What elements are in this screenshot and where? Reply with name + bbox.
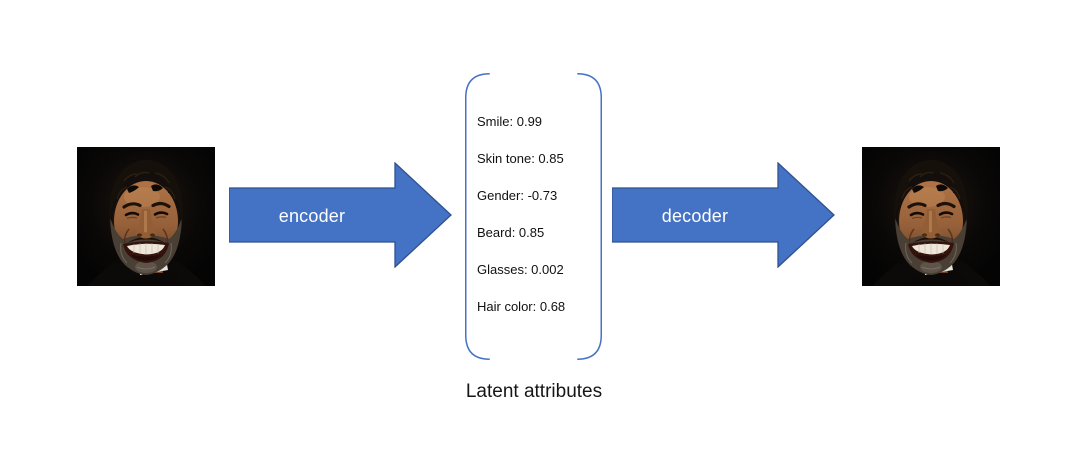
latent-caption: Latent attributes [465,381,603,402]
latent-attribute-gender: Gender: -0.73 [477,188,558,203]
latent-attribute-smile: Smile: 0.99 [477,114,543,129]
input-photo [77,147,215,286]
latent-attribute-skin-tone: Skin tone: 0.85 [477,151,564,166]
encoder-arrow [229,162,452,268]
latent-attribute-glasses: Glasses: 0.002 [477,262,564,277]
encoder-label: encoder [278,205,346,226]
latent-attribute-beard: Beard: 0.85 [477,225,545,240]
latent-attribute-hair-color: Hair color: 0.68 [477,299,566,314]
output-photo [862,147,1000,286]
smiling-man-portrait-reconstruction [862,147,1000,286]
decoder-label: decoder [661,205,729,226]
latent-bracket-right [577,73,602,360]
latent-bracket [465,73,602,360]
encoder-arrow-shape [229,162,452,268]
smiling-man-portrait [77,147,215,286]
latent-bracket-left [465,73,490,360]
latent-attribute-list: Smile: 0.99 Skin tone: 0.85 Gender: -0.7… [477,103,597,325]
decoder-arrow-shape [612,162,835,268]
decoder-arrow [612,162,835,268]
